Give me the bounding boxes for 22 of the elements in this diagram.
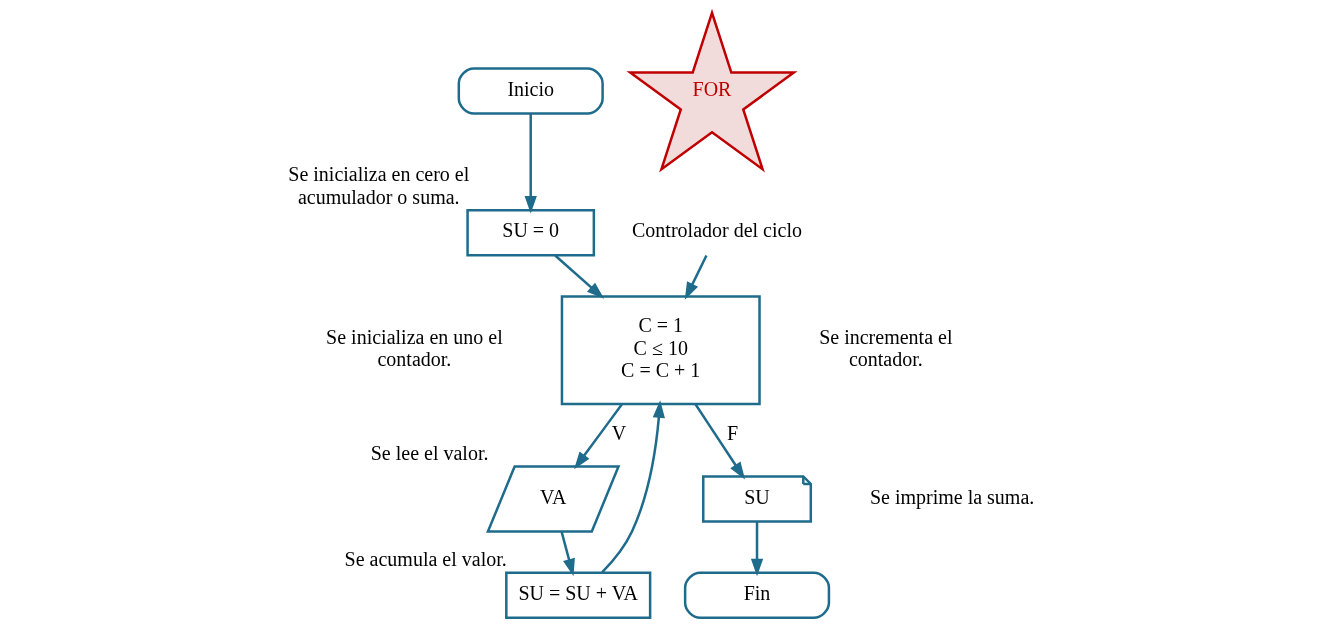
- node-label: Se inicializa en cero el acumulador o suma.: [287, 163, 469, 208]
- node-box: C = 1 C ≤ 10 C = C + 1: [560, 295, 761, 406]
- node-label: Se inicializa en uno el contador.: [325, 325, 503, 371]
- node-box: Inicio: [457, 67, 604, 115]
- node-text: Controlador del ciclo: [631, 219, 802, 242]
- node-label: Se acumula el valor.: [344, 548, 507, 571]
- arrow: [750, 521, 763, 577]
- arrow: [684, 255, 708, 300]
- arrow: [600, 400, 665, 574]
- arrow: [553, 254, 604, 299]
- arrow: [573, 403, 623, 470]
- node-box: SU = 0: [465, 208, 595, 257]
- node-label: Se imprime la suma.: [869, 485, 1034, 508]
- arrow: [693, 403, 745, 480]
- node-label: Se lee el valor.: [370, 441, 488, 464]
- edge-label: V: [611, 421, 626, 444]
- node-label: Se incrementa el contador.: [818, 325, 952, 371]
- node-box: SU = SU + VA: [504, 571, 651, 620]
- node-box: Fin: [683, 571, 830, 620]
- edge-label: F: [726, 421, 738, 444]
- arrow: [524, 114, 537, 214]
- arrow: [559, 531, 575, 577]
